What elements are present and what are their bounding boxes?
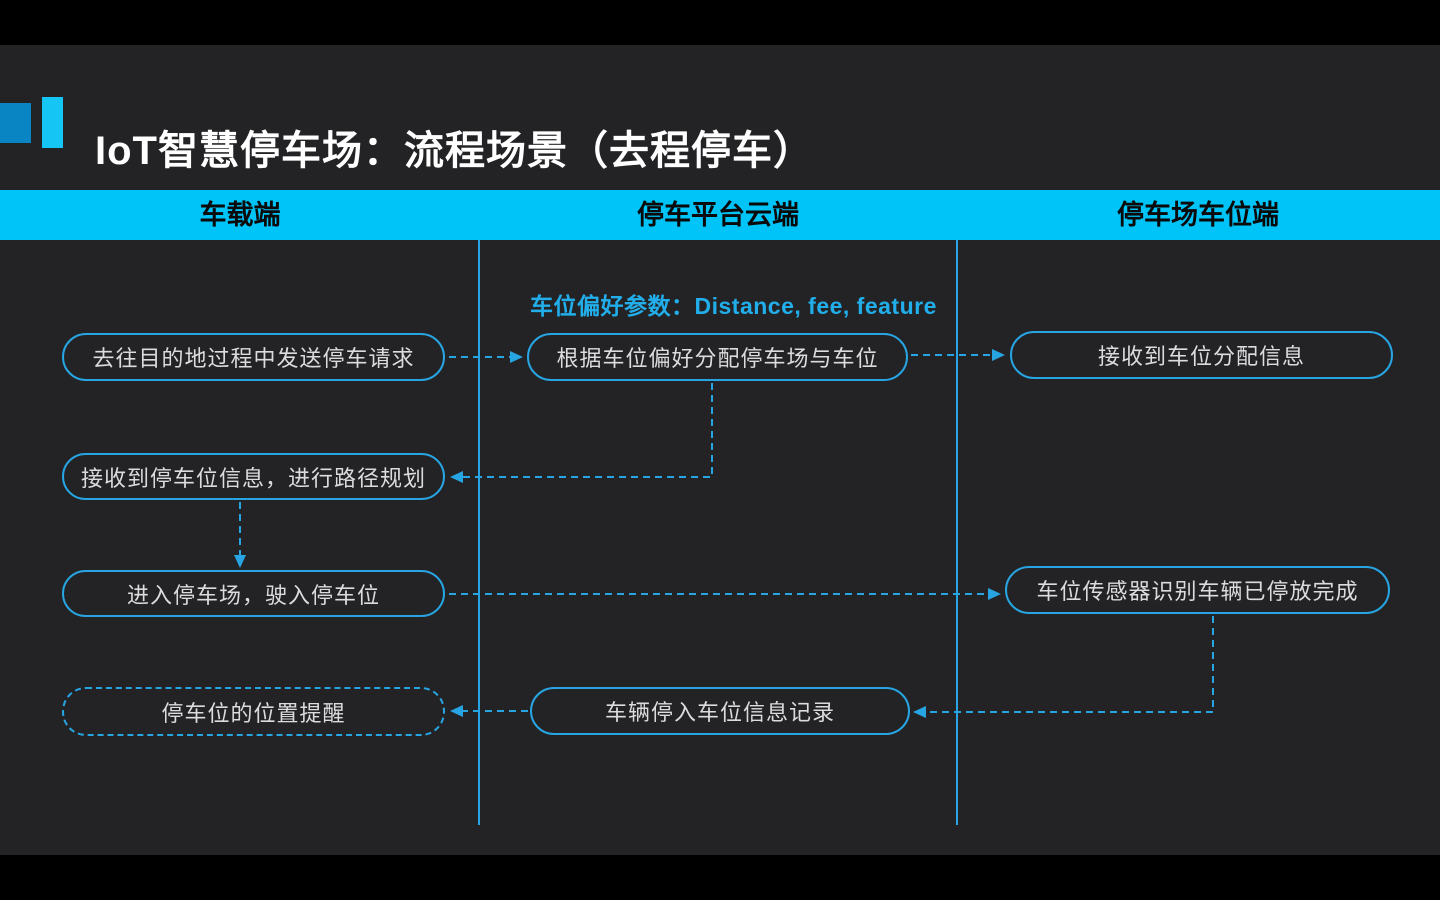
node-sensor-detect-parked: 车位传感器识别车辆已停放完成 [1005,566,1390,614]
lane-divider-right [956,240,958,825]
node-allocate-parking-spot: 根据车位偏好分配停车场与车位 [527,333,908,381]
page-title: IoT智慧停车场：流程场景（去程停车） [95,128,814,173]
node-spot-location-reminder: 停车位的位置提醒 [62,687,445,736]
lane-header-parking-spot: 停车场车位端 [1117,200,1279,230]
title-accent-square-dark-icon [0,103,31,143]
node-send-parking-request: 去往目的地过程中发送停车请求 [62,333,445,381]
lane-header-cloud-platform: 停车平台云端 [637,200,799,230]
node-parking-record: 车辆停入车位信息记录 [530,687,910,735]
lane-divider-left [478,240,480,825]
node-receive-spot-info-route-planning: 接收到停车位信息，进行路径规划 [62,453,445,500]
title-accent-square-light-icon [42,97,63,148]
lane-header-bar: 车载端 停车平台云端 停车场车位端 [0,190,1440,240]
node-receive-allocation-info: 接收到车位分配信息 [1010,331,1393,379]
node-enter-parking-lot: 进入停车场，驶入停车位 [62,570,445,617]
lane-header-vehicle: 车载端 [199,200,281,230]
preference-params-label: 车位偏好参数：Distance, fee, feature [530,293,937,319]
slide-background [0,45,1440,855]
